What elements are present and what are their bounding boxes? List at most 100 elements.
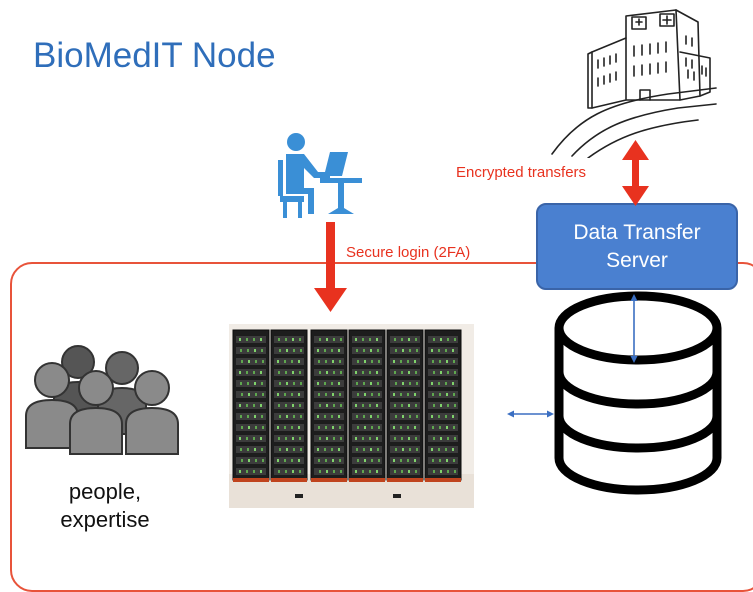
rack-led xyxy=(369,404,371,407)
rack-led xyxy=(340,338,342,341)
rack-unit xyxy=(274,369,304,376)
rack-led xyxy=(376,470,378,473)
rack-unit xyxy=(274,435,304,442)
rack-led xyxy=(416,349,418,352)
rack-unit xyxy=(428,369,458,376)
rack-unit xyxy=(314,424,344,431)
rack-led xyxy=(262,393,264,396)
rack-led xyxy=(279,349,281,352)
rack-led xyxy=(364,393,366,396)
rack-led xyxy=(333,404,335,407)
rack-unit xyxy=(236,358,266,365)
rack-unit xyxy=(236,413,266,420)
secure-login-label: Secure login (2FA) xyxy=(346,244,471,261)
rack-led xyxy=(415,437,417,440)
rack-led xyxy=(253,437,255,440)
rack-unit xyxy=(314,336,344,343)
rack-unit xyxy=(390,347,420,354)
rack-unit xyxy=(352,347,382,354)
rack-led xyxy=(298,459,300,462)
rack-led xyxy=(445,448,447,451)
rack-led xyxy=(239,338,241,341)
rack-led xyxy=(278,404,280,407)
rack-led xyxy=(248,393,250,396)
rack-led xyxy=(299,470,301,473)
rack-led xyxy=(447,338,449,341)
rack-led xyxy=(241,426,243,429)
rack-led xyxy=(393,360,395,363)
rack-led xyxy=(340,437,342,440)
rack-led xyxy=(393,426,395,429)
rack-led xyxy=(407,426,409,429)
rack-base xyxy=(311,478,347,482)
rack-led xyxy=(446,360,448,363)
rack-led xyxy=(291,426,293,429)
rack-led xyxy=(260,371,262,374)
rack-led xyxy=(452,415,454,418)
rack-led xyxy=(376,404,378,407)
rack-led xyxy=(357,360,359,363)
rack-led xyxy=(440,437,442,440)
rack-unit xyxy=(236,336,266,343)
rack-led xyxy=(285,338,287,341)
rack-led xyxy=(246,338,248,341)
rack-led xyxy=(445,382,447,385)
rack-led xyxy=(255,360,257,363)
rack-led xyxy=(246,404,248,407)
rack-led xyxy=(292,470,294,473)
rack-led xyxy=(377,382,379,385)
rack-led xyxy=(300,349,302,352)
rack-led xyxy=(416,448,418,451)
rack-unit xyxy=(390,435,420,442)
rack-unit xyxy=(428,336,458,343)
rack-led xyxy=(339,393,341,396)
rack-led xyxy=(279,448,281,451)
rack-led xyxy=(356,415,358,418)
rack-led xyxy=(246,437,248,440)
rack-unit xyxy=(314,457,344,464)
rack-led xyxy=(400,360,402,363)
rack-unit xyxy=(274,336,304,343)
rack-led xyxy=(261,349,263,352)
rack-led xyxy=(279,415,281,418)
rack-unit xyxy=(236,446,266,453)
rack-led xyxy=(284,459,286,462)
rack-led xyxy=(433,470,435,473)
people-label-line1: people, xyxy=(68,479,142,504)
rack-unit xyxy=(352,380,382,387)
rack-led xyxy=(286,448,288,451)
rack-unit xyxy=(314,369,344,376)
rack-led xyxy=(447,404,449,407)
rack-led xyxy=(401,404,403,407)
rack-unit xyxy=(236,468,266,475)
rack-led xyxy=(408,437,410,440)
rack-led xyxy=(254,448,256,451)
rack-unit xyxy=(428,468,458,475)
rack-led xyxy=(246,470,248,473)
rack-led xyxy=(408,404,410,407)
rack-led xyxy=(369,470,371,473)
rack-led xyxy=(369,338,371,341)
rack-led xyxy=(300,382,302,385)
rack-led xyxy=(446,459,448,462)
rack-led xyxy=(239,371,241,374)
rack-led xyxy=(439,393,441,396)
rack-led xyxy=(356,448,358,451)
data-transfer-server-line1: Data Transfer xyxy=(573,220,701,244)
rack-led xyxy=(369,371,371,374)
rack-led xyxy=(395,349,397,352)
rack-led xyxy=(254,415,256,418)
rack-unit xyxy=(352,468,382,475)
rack-led xyxy=(395,448,397,451)
rack-unit xyxy=(236,402,266,409)
rack-led xyxy=(325,459,327,462)
database-icon xyxy=(554,291,722,495)
rack-led xyxy=(317,415,319,418)
rack-unit xyxy=(314,358,344,365)
rack-led xyxy=(318,426,320,429)
rack-led xyxy=(291,393,293,396)
rack-led xyxy=(378,426,380,429)
rack-unit xyxy=(274,468,304,475)
rack-led xyxy=(319,338,321,341)
rack-led xyxy=(400,393,402,396)
